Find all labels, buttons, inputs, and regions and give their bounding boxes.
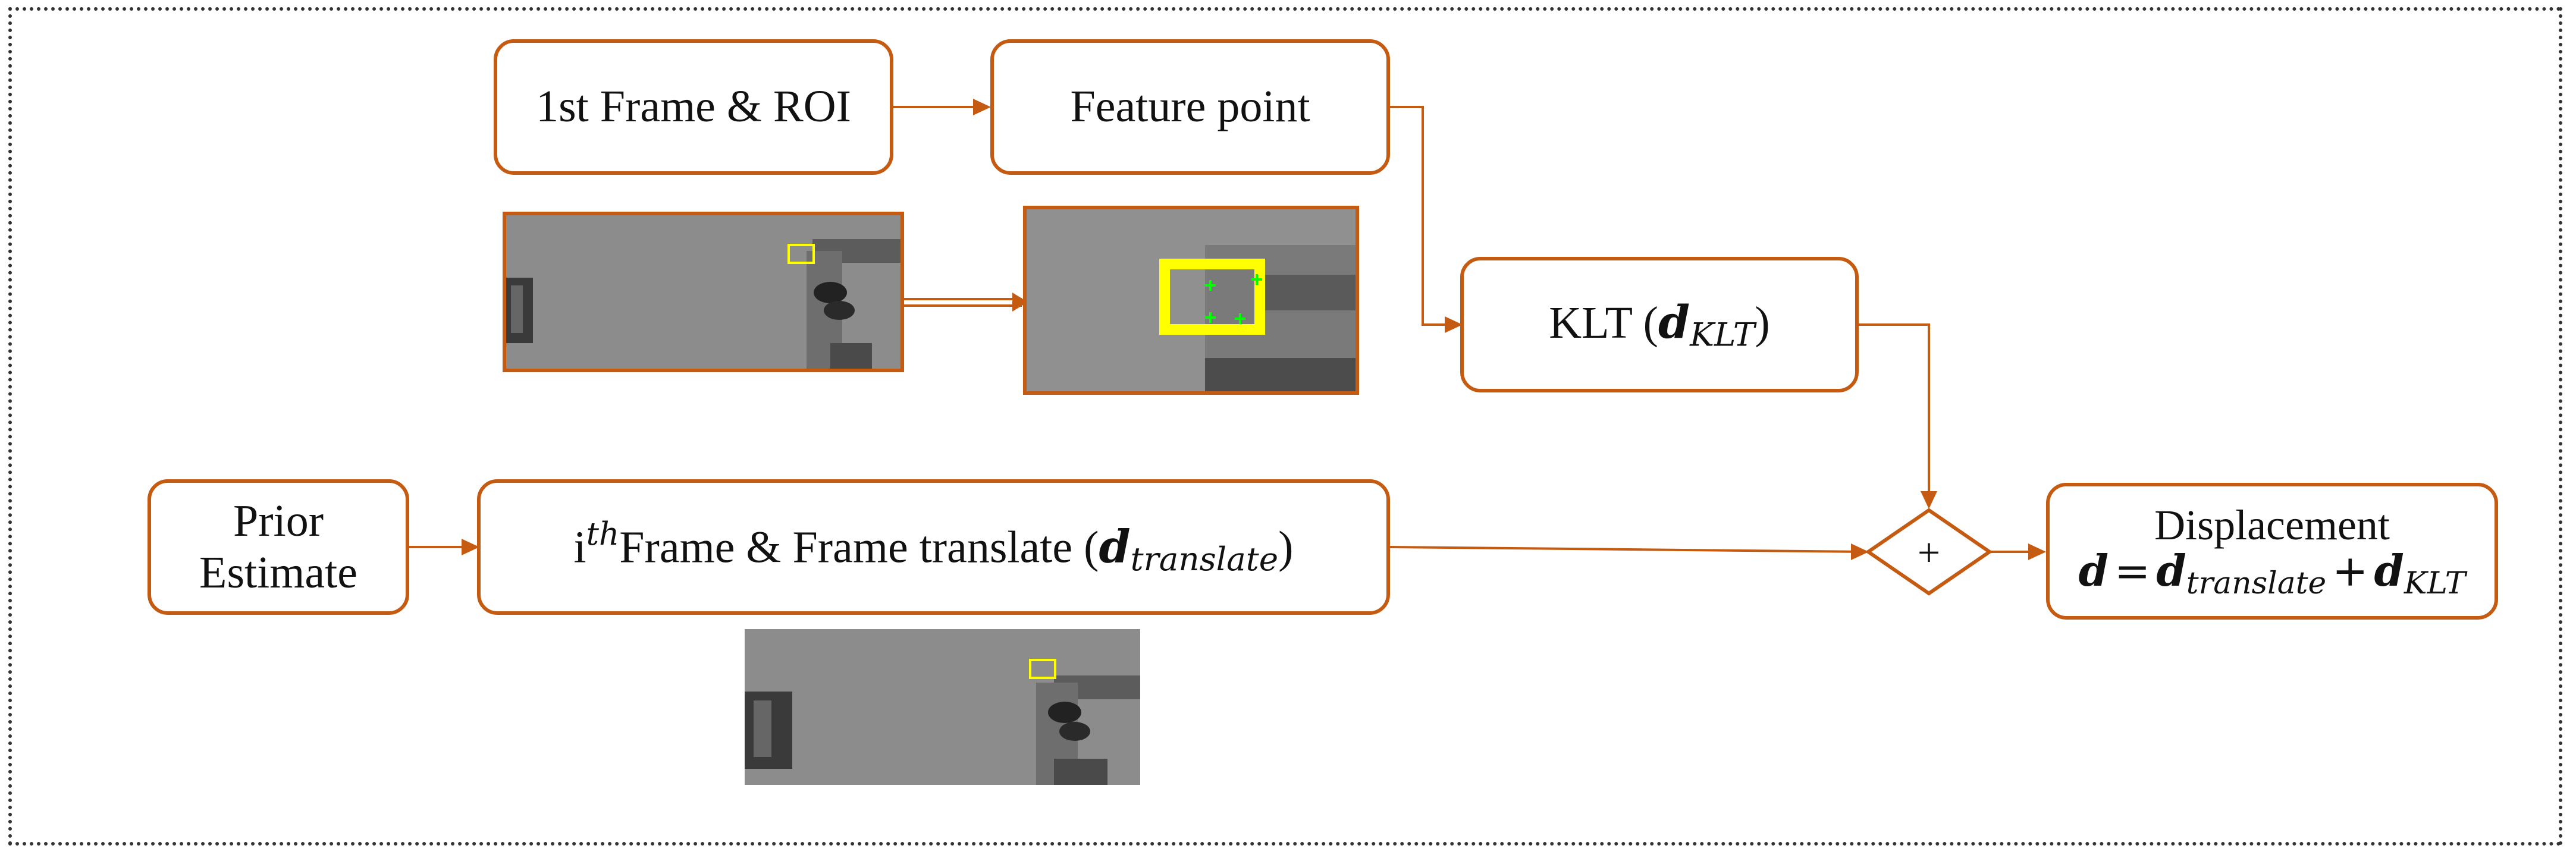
displacement-box: Displacement d=dtranslate+dKLT [2046,483,2498,620]
arrowhead-roi-feature [973,99,991,115]
ith-frame-label: ithFrame & Frame translate (dtranslate) [573,516,1294,578]
ith-frame-image [745,629,1140,785]
grayscale-frame-with-roi-icon [506,215,900,369]
arrowhead-prior-frame [462,539,479,555]
first-frame-roi-box: 1st Frame & ROI [494,39,893,175]
arrowhead-sum-displacement [2028,543,2046,560]
prior-estimate-box: Prior Estimate [148,479,409,615]
sum-symbol: + [1918,530,1940,575]
feature-point-box: Feature point [990,39,1390,175]
displacement-label: Displacement d=dtranslate+dKLT [2078,501,2466,601]
prior-estimate-label: Prior Estimate [199,495,357,598]
arrowhead-double [1012,293,1028,312]
grayscale-frame-with-roi-icon [745,629,1140,785]
displacement-equation: d=dtranslate+dKLT [2078,545,2466,601]
roi-zoom-image [1023,206,1359,395]
connector-feature-to-klt [1390,106,1460,326]
klt-label: KLT (dKLT) [1549,295,1770,354]
sum-junction-diamond [1865,508,1993,596]
feature-point-label: Feature point [1070,81,1310,132]
zoomed-roi-with-feature-points-icon [1027,209,1356,391]
first-frame-roi-label: 1st Frame & ROI [536,81,851,132]
arrowhead-frame-sum [1851,543,1869,560]
arrowhead-klt-sum [1921,491,1937,509]
connector-klt-to-sum [1859,323,1930,507]
klt-box: KLT (dKLT) [1460,257,1859,392]
dotted-border [8,7,2562,846]
connector-frame-to-sum [1389,546,1867,553]
ith-frame-box: ithFrame & Frame translate (dtranslate) [477,479,1390,615]
arrowhead-into-klt [1445,316,1463,333]
first-frame-image [503,212,904,372]
